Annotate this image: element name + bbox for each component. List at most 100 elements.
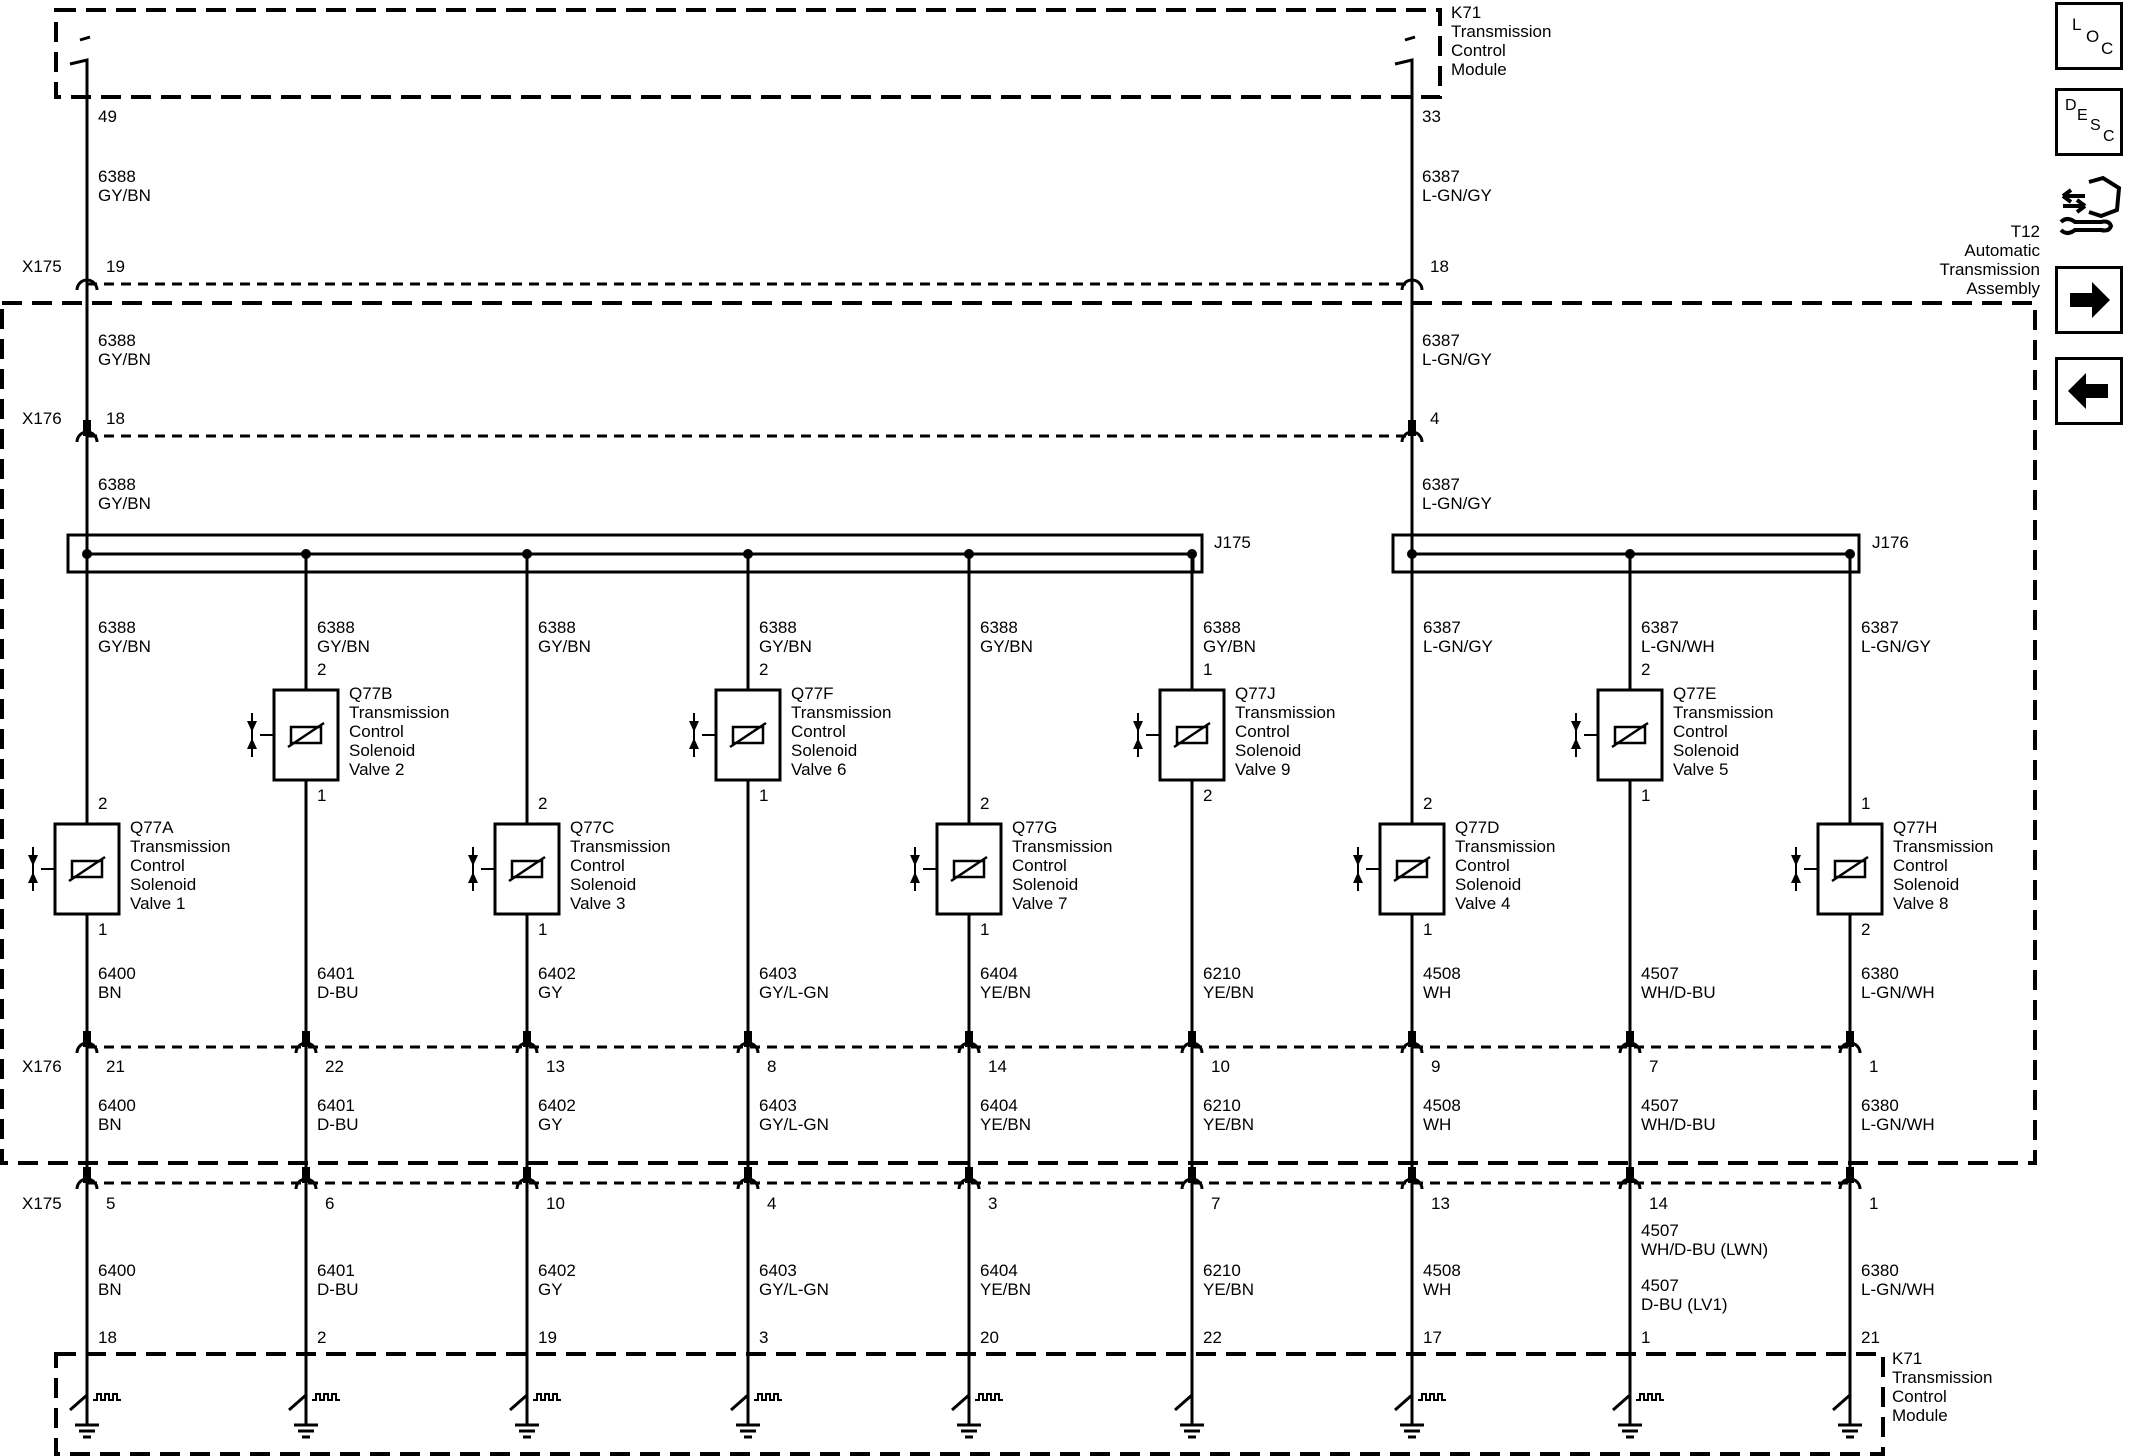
solenoid-label: Transmission: [130, 837, 230, 856]
x175-pin: 14: [1649, 1194, 1668, 1213]
next-arrow-button[interactable]: [2055, 266, 2123, 334]
ground-icon: [75, 1423, 99, 1439]
svg-text:Module: Module: [1892, 1406, 1948, 1425]
circuit-q77b: 6388GY/BN21Q77BTransmissionControlSoleno…: [245, 549, 449, 1439]
solenoid-label: Transmission: [1012, 837, 1112, 856]
x176-label-bottom: X176: [22, 1057, 62, 1076]
previous-arrow-button[interactable]: [2055, 357, 2123, 425]
x176-pin: 22: [325, 1057, 344, 1076]
wire-number: 6400: [98, 964, 136, 983]
splice-dot: [1625, 549, 1635, 559]
splice-dot: [743, 549, 753, 559]
k71-top-label: K71 Transmission Control Module: [1451, 3, 1551, 79]
desc-letter-s: S: [2090, 117, 2101, 134]
solenoid-symbol: [466, 822, 561, 916]
solenoid-id: Q77J: [1235, 684, 1276, 703]
solenoid-label: Solenoid: [791, 741, 857, 760]
arrow-left-icon: [2068, 373, 2108, 409]
loc-letter-l: L: [2072, 15, 2082, 34]
x176-terminal: [744, 1031, 752, 1047]
k71-top-switch-right: [1394, 35, 1416, 78]
wire-color: D-BU (LV1): [1641, 1295, 1728, 1314]
x175-pin: 5: [106, 1194, 115, 1213]
x175-terminal: [1188, 1167, 1196, 1183]
feed-wire-color: GY/BN: [1203, 637, 1256, 656]
ground-icon: [1618, 1423, 1642, 1439]
wire-color: GY/L-GN: [759, 1115, 829, 1134]
location-button[interactable]: L O C: [2055, 2, 2123, 70]
svg-text:Transmission: Transmission: [1940, 260, 2040, 279]
solenoid-label: Solenoid: [1455, 875, 1521, 894]
ground-icon: [1400, 1423, 1424, 1439]
wire-color: WH: [1423, 1280, 1451, 1299]
svg-text:6388: 6388: [98, 331, 136, 350]
splice-dot: [1187, 549, 1197, 559]
solenoid-label: Valve 1: [130, 894, 185, 913]
solenoid-symbol: [26, 822, 121, 916]
x176-pin: 21: [106, 1057, 125, 1076]
solenoid-label: Control: [791, 722, 846, 741]
desc-letter-c: C: [2103, 128, 2115, 145]
module-switch: [1612, 1393, 1631, 1412]
wire-number: 6404: [980, 1096, 1018, 1115]
wire-label-6387-c: 6387 L-GN/GY: [1422, 475, 1492, 513]
pwm-signal-icon: [975, 1393, 1003, 1401]
splice-dot: [301, 549, 311, 559]
description-button[interactable]: D E S C: [2055, 88, 2123, 156]
module-switch: [1394, 1393, 1413, 1412]
solenoid-symbol: [687, 688, 782, 782]
wire-number: 6403: [759, 964, 797, 983]
x175-pin-19: 19: [106, 257, 125, 276]
solenoid-pin-top: 2: [1641, 660, 1650, 679]
j176-label: J176: [1872, 533, 1909, 552]
solenoid-pin-top: 2: [1423, 794, 1432, 813]
wire-number: 6210: [1203, 964, 1241, 983]
feed-wire-number: 6387: [1641, 618, 1679, 637]
svg-text:GY/BN: GY/BN: [98, 350, 151, 369]
x175-terminal: [744, 1167, 752, 1183]
wire-number: 4508: [1423, 964, 1461, 983]
loc-letter-o: O: [2086, 27, 2100, 46]
x176-pin: 7: [1649, 1057, 1658, 1076]
x175-pin: 4: [767, 1194, 776, 1213]
connector-location-icon[interactable]: [2055, 170, 2125, 250]
wire-number: 6404: [980, 1261, 1018, 1280]
x175-terminal: [1846, 1167, 1854, 1183]
wire-color: L-GN/WH: [1861, 1115, 1935, 1134]
wire-color: GY/L-GN: [759, 983, 829, 1002]
wire-number: 4507: [1641, 1096, 1679, 1115]
solenoid-pin-bottom: 2: [1861, 920, 1870, 939]
x175-terminal: [1626, 1167, 1634, 1183]
wire-color: BN: [98, 983, 122, 1002]
wire-color: GY: [538, 1115, 563, 1134]
ground-icon: [1180, 1423, 1204, 1439]
solenoid-symbol: [1569, 688, 1664, 782]
wire-number: 6401: [317, 1261, 355, 1280]
x176-pin: 14: [988, 1057, 1007, 1076]
ground-icon: [957, 1423, 981, 1439]
solenoid-label: Valve 9: [1235, 760, 1290, 779]
svg-text:Transmission: Transmission: [1892, 1368, 1992, 1387]
wire-number: 6380: [1861, 964, 1899, 983]
solenoid-label: Control: [1455, 856, 1510, 875]
svg-text:GY/BN: GY/BN: [98, 186, 151, 205]
svg-text:Control: Control: [1892, 1387, 1947, 1406]
solenoid-label: Solenoid: [1235, 741, 1301, 760]
x176-label-top: X176: [22, 409, 62, 428]
wire-label-6388-b: 6388 GY/BN: [98, 331, 151, 369]
wire-label-6387-b: 6387 L-GN/GY: [1422, 331, 1492, 369]
solenoid-label: Solenoid: [1673, 741, 1739, 760]
svg-text:L-GN/GY: L-GN/GY: [1422, 350, 1492, 369]
t12-assembly-label: T12 Automatic Transmission Assembly: [1940, 222, 2041, 298]
feed-wire-number: 6387: [1861, 618, 1899, 637]
x176-pin: 9: [1431, 1057, 1440, 1076]
loc-letter-c: C: [2101, 39, 2114, 58]
wire-number: 6400: [98, 1261, 136, 1280]
splice-dot: [1407, 549, 1417, 559]
x175-pin: 7: [1211, 1194, 1220, 1213]
x175-pin: 1: [1869, 1194, 1878, 1213]
svg-text:T12: T12: [2011, 222, 2040, 241]
solenoid-label: Solenoid: [570, 875, 636, 894]
pwm-signal-icon: [312, 1393, 340, 1401]
